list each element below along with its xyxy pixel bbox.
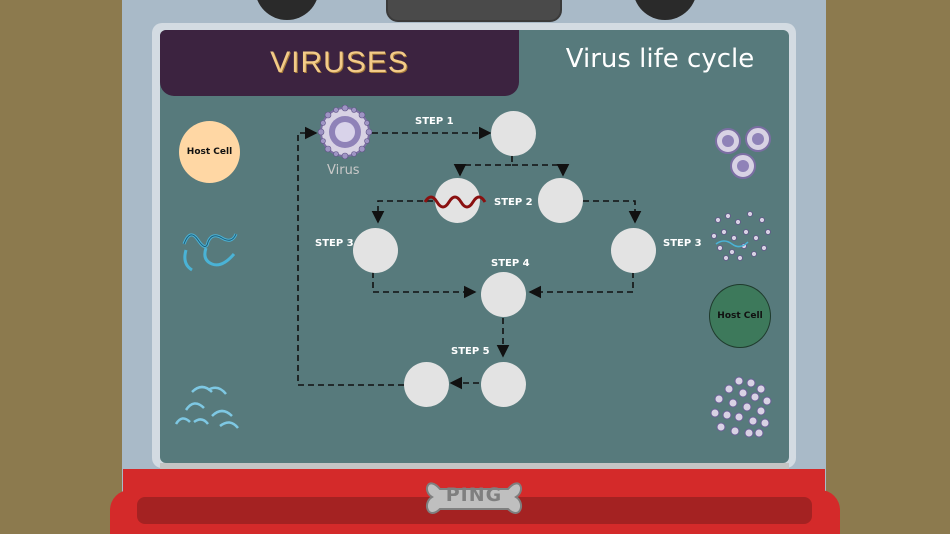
step5-label: STEP 5: [451, 346, 490, 357]
virus-label: Virus: [327, 163, 360, 178]
virus-swarm-icon[interactable]: [709, 375, 773, 441]
step2-slot-right[interactable]: [538, 178, 583, 223]
step4-label: STEP 4: [491, 258, 530, 269]
step4-slot[interactable]: [481, 272, 526, 317]
host-cell-orange[interactable]: Host Cell: [179, 121, 240, 183]
step1-label: STEP 1: [415, 116, 454, 127]
step5-slot-left[interactable]: [404, 362, 449, 407]
step3-right-label: STEP 3: [663, 238, 702, 249]
step3-slot-left[interactable]: [353, 228, 398, 273]
bone-logo-icon: [425, 482, 523, 515]
step2-label: STEP 2: [494, 197, 533, 208]
subtitle: Virus life cycle: [565, 44, 755, 74]
rna-strand-icon[interactable]: [178, 224, 242, 276]
host-cell-label: Host Cell: [717, 311, 763, 321]
step1-slot[interactable]: [491, 111, 536, 156]
step5-slot-right[interactable]: [481, 362, 526, 407]
page-title: VIRUSES: [270, 46, 409, 79]
rna-wave-icon: [423, 195, 487, 209]
left-eye: [255, 0, 319, 20]
host-cell-green[interactable]: Host Cell: [709, 284, 771, 348]
right-eye: [633, 0, 697, 20]
virus-cluster-icon[interactable]: [712, 124, 774, 182]
chalkboard: [160, 30, 789, 463]
capsid-fragments-icon[interactable]: [172, 380, 244, 432]
title-tab: VIRUSES: [160, 30, 519, 96]
virus-icon[interactable]: [318, 105, 372, 159]
ping-logo-text: PING: [445, 484, 503, 506]
scattered-particles-icon[interactable]: [708, 208, 774, 262]
top-notch: [386, 0, 562, 22]
host-cell-label: Host Cell: [186, 147, 233, 157]
step3-left-label: STEP 3: [315, 238, 354, 249]
step3-slot-right[interactable]: [611, 228, 656, 273]
